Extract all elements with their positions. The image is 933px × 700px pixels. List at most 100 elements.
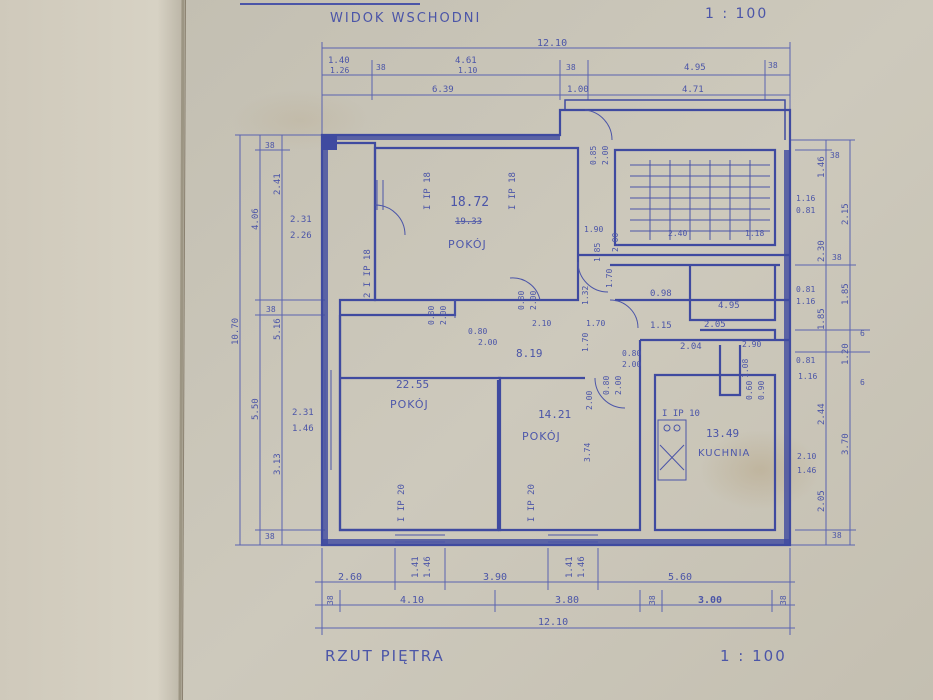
dim-right-t: 1.46 (797, 466, 816, 475)
dim-inner-s10: 1.32 (581, 286, 590, 305)
dim-left-a: 38 (265, 141, 275, 150)
kitchen-fixtures (657, 419, 687, 481)
window-label-2: I IP 18 (508, 172, 518, 210)
dim-inner-s16: 2.00 (585, 391, 594, 410)
dim-door5: 0.80 (622, 349, 641, 358)
balcony-outline (564, 99, 786, 140)
dim-inner-s9: 2.10 (532, 319, 551, 328)
dim-right-i: 1.16 (796, 297, 815, 306)
dim-right-e: 0.81 (796, 206, 815, 215)
dim-top-i: 4.71 (682, 85, 704, 95)
dim-right-b: 1.46 (817, 156, 827, 178)
dim-left-c: 4.06 (251, 208, 261, 230)
dim-inner-s15: 1.70 (605, 269, 614, 288)
dim-top-g: 38 (768, 61, 778, 70)
room-1-area: 18.72 (450, 195, 489, 210)
dim-inner-s13: 0.60 (745, 381, 754, 400)
dim-left-k: 3.13 (273, 453, 283, 475)
dim-inner-s3: 1.18 (745, 229, 764, 238)
room-1-name: POKÓJ (448, 238, 487, 251)
dim-top-b: 38 (376, 63, 386, 72)
dim-bottom-e: 4.10 (400, 595, 424, 606)
dim-left-d: 2.31 (290, 215, 312, 225)
dim-door1b: 2.00 (439, 306, 448, 325)
dim-bottom-i: 38 (779, 595, 788, 605)
dim-right-l: 6 (860, 329, 865, 338)
dim-right-m: 0.81 (796, 356, 815, 365)
dim-right-v: 38 (832, 531, 842, 540)
inner-dimension-labels: 0.80 2.00 0.80 2.00 0.80 2.00 0.80 2.00 … (427, 146, 766, 462)
wall-left-thick (322, 135, 328, 545)
elevation-title: WIDOK WSCHODNI (330, 11, 481, 26)
room-2-name: POKÓJ (390, 398, 429, 411)
dim-right-a: 38 (830, 151, 840, 160)
elevation-scale: 1 : 100 (705, 6, 768, 22)
dim-inner-s5: 2.00 (601, 146, 610, 165)
dim-top-f: 4.95 (684, 63, 706, 73)
dim-inner-s18: 2.00 (611, 233, 620, 252)
dim-left-l: 38 (265, 532, 275, 541)
dim-bottom-a: 2.60 (338, 572, 362, 583)
dim-right-h: 0.81 (796, 285, 815, 294)
window-label-3: 2 I IP 18 (363, 249, 373, 298)
dim-bottom-w2: 1.41 (565, 556, 575, 578)
dim-right-g: 38 (832, 253, 842, 262)
dim-inner-s14: 0.90 (757, 381, 766, 400)
dim-left-h: 5.50 (251, 398, 261, 420)
dim-inner-s2: 2.40 (668, 229, 687, 238)
dim-right-c: 2.15 (841, 203, 851, 225)
dim-top-c: 4.61 (455, 56, 477, 66)
dim-left-j: 1.46 (292, 424, 314, 434)
dim-bottom-b: 3.90 (483, 572, 507, 583)
dim-left-e: 2.26 (290, 231, 312, 241)
door-swings (374, 109, 639, 409)
room-3-name: POKÓJ (522, 430, 561, 443)
kitchen-name: KUCHNIA (698, 448, 750, 459)
plan-scale: 1 : 100 (720, 647, 787, 665)
dim-bottom-w2b: 1.46 (577, 556, 587, 578)
left-dimension-lines (235, 134, 325, 546)
small-room-a: 4.95 (718, 301, 740, 311)
dim-bottom-h: 3.00 (698, 595, 722, 606)
staircase (630, 160, 770, 240)
dim-left-b: 2.41 (273, 173, 283, 195)
kitchen-area: 13.49 (706, 427, 739, 440)
right-dimension-lines (790, 139, 870, 546)
right-dimension-labels: 38 1.46 2.15 1.16 0.81 2.30 38 0.81 1.16… (796, 151, 865, 540)
chimney (323, 136, 337, 150)
dim-right-q: 2.44 (817, 403, 827, 425)
window-label-1: I IP 18 (423, 172, 433, 210)
bottom-dimension-labels: 1.41 1.46 1.41 1.46 2.60 3.90 5.60 38 4.… (326, 556, 788, 628)
dim-top-a: 1.40 (328, 56, 350, 66)
dim-left-i: 2.31 (292, 408, 314, 418)
dim-door5b: 2.00 (622, 360, 641, 369)
plan-title: RZUT PIĘTRA (325, 647, 445, 665)
small-room-b: 2.05 (704, 320, 726, 330)
top-dimension-lines (321, 42, 791, 135)
dim-inner-s1: 1.90 (584, 225, 603, 234)
dim-bottom-c: 5.60 (668, 572, 692, 583)
blueprint-sheet (183, 0, 933, 700)
dim-bottom-d: 38 (326, 595, 335, 605)
left-dimension-labels: 10.70 38 2.41 4.06 2.31 2.26 38 5.16 5.5… (231, 141, 314, 541)
wall-right-thick (784, 150, 790, 545)
room-1-area-old: 19.33 (455, 217, 482, 227)
window-label-5: I IP 20 (527, 484, 537, 522)
dim-door4: 0.80 (602, 376, 611, 395)
dim-left-f: 38 (266, 305, 276, 314)
window-label-4: I IP 20 (397, 484, 407, 522)
window-openings (324, 180, 598, 543)
dim-right-j: 1.85 (841, 283, 851, 305)
window-label-6: I IP 10 (662, 409, 700, 419)
dim-bottom-g: 38 (648, 595, 657, 605)
dim-door1: 0.80 (427, 306, 436, 325)
dim-inner-s6: 1.85 (593, 243, 602, 262)
small-room-c: 0.98 (650, 289, 672, 299)
dim-top-overall: 12.10 (537, 38, 567, 49)
dim-top-c2: 1.10 (458, 66, 477, 75)
dim-door3: 0.80 (468, 327, 487, 336)
dim-bottom-overall: 12.10 (538, 617, 568, 628)
dim-door4b: 2.00 (614, 376, 623, 395)
dim-bottom-w1b: 1.46 (423, 556, 433, 578)
